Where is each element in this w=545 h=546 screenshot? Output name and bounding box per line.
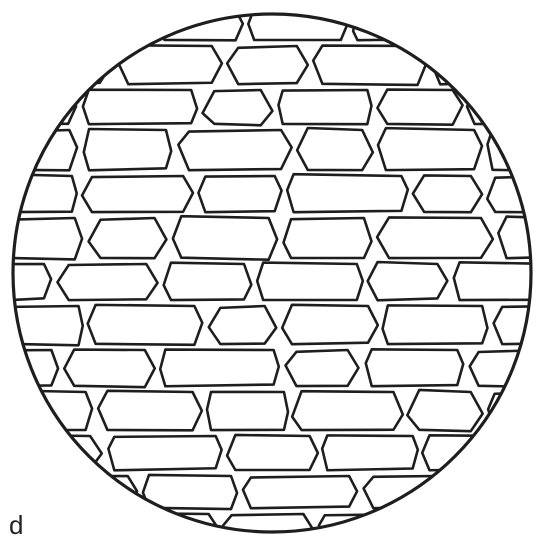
cell-outline	[243, 476, 357, 508]
cell-outline	[439, 514, 531, 541]
cell-outline	[108, 436, 221, 470]
cell-outline	[364, 476, 447, 508]
cell-outline	[222, 514, 313, 540]
cell-outline	[209, 306, 276, 344]
cell-outline	[494, 306, 545, 344]
cell-outline	[454, 474, 542, 508]
cell-outline	[297, 128, 373, 170]
cell-outline	[88, 305, 203, 345]
cell-outline	[413, 175, 482, 212]
cell-outline	[113, 513, 216, 540]
cell-outline	[160, 350, 279, 387]
cell-outline	[487, 176, 545, 213]
cell-outline	[377, 217, 493, 258]
cell-outline	[366, 349, 463, 386]
cell-outline	[8, 391, 92, 430]
cell-outline	[207, 392, 288, 430]
cell-outline	[368, 262, 448, 300]
cell-outline	[313, 46, 427, 85]
cell-outline	[203, 90, 273, 125]
cell-outline	[353, 10, 467, 40]
cell-outline	[24, 89, 76, 124]
cell-outline	[383, 305, 488, 344]
cell-outline	[178, 130, 291, 170]
cell-outline	[257, 263, 363, 300]
cell-outline	[487, 129, 545, 171]
cell-outline	[164, 263, 252, 300]
cell-outline	[287, 174, 408, 212]
cell-outline	[89, 218, 167, 258]
cell-outline	[322, 435, 418, 470]
cell-outline	[83, 90, 197, 124]
cell-walls	[0, 8, 545, 541]
cell-outline	[292, 391, 403, 430]
cell-outline	[282, 305, 378, 344]
cell-outline	[58, 476, 137, 509]
cell-outline	[63, 10, 152, 40]
cell-outline	[98, 391, 202, 431]
cell-outline	[284, 218, 372, 258]
cell-outline	[84, 129, 171, 170]
cell-outline	[227, 46, 308, 84]
cell-outline	[173, 216, 277, 259]
cell-outline	[278, 90, 371, 124]
cell-outline	[198, 176, 281, 212]
cell-outline	[118, 45, 222, 84]
cell-outline	[0, 350, 58, 386]
cell-outline	[286, 350, 359, 386]
cell-outline	[467, 89, 533, 124]
cell-outline	[82, 176, 193, 212]
cell-outline	[0, 264, 51, 300]
cell-outline	[498, 217, 545, 259]
cell-outline	[472, 10, 545, 42]
cell-outline	[378, 128, 482, 170]
cell-outline	[377, 90, 462, 125]
cell-outline	[488, 392, 545, 430]
cell-outline	[422, 435, 528, 470]
cell-outline	[227, 435, 318, 470]
cell-outline	[3, 174, 77, 212]
cell-outline	[33, 435, 101, 470]
cell-outline	[319, 514, 431, 542]
cell-outline	[64, 350, 155, 388]
cell-outline	[407, 390, 482, 431]
panel-label: d	[9, 512, 23, 538]
cell-outline	[57, 264, 157, 300]
